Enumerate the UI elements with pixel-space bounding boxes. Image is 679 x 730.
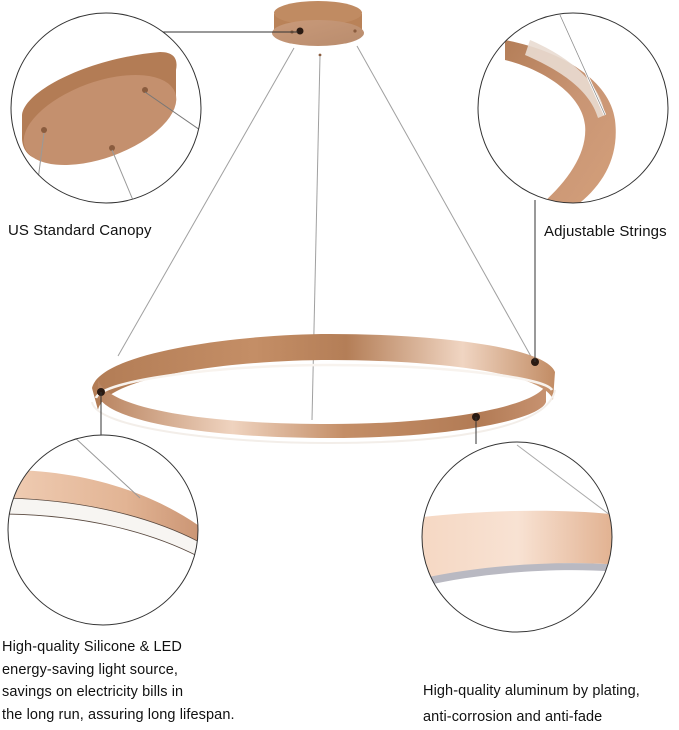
strings-label: Adjustable Strings (544, 223, 667, 240)
silicone-led-description: High-quality Silicone & LED energy-savin… (2, 636, 235, 726)
silicone-led-line-4: the long run, assuring long lifespan. (2, 706, 235, 723)
led-ring (91, 334, 556, 445)
silicone-led-line-2: energy-saving light source, (2, 661, 178, 678)
aluminum-line-1: High-quality aluminum by plating, (423, 683, 640, 699)
leader-lines (100, 31, 536, 444)
ceiling-canopy (272, 1, 364, 57)
canopy-label: US Standard Canopy (8, 222, 152, 239)
canopy-detail-callout (10, 12, 202, 204)
aluminum-detail-callout (421, 441, 613, 633)
strings-detail-callout (477, 12, 669, 204)
aluminum-line-2: anti-corrosion and anti-fade (423, 709, 603, 725)
silicone-led-line-1: High-quality Silicone & LED (2, 639, 183, 655)
silicone-led-detail-callout (7, 434, 199, 626)
aluminum-description: High-quality aluminum by plating, anti-c… (423, 678, 640, 730)
silicone-led-line-3: savings on electricity bills in (2, 684, 184, 700)
